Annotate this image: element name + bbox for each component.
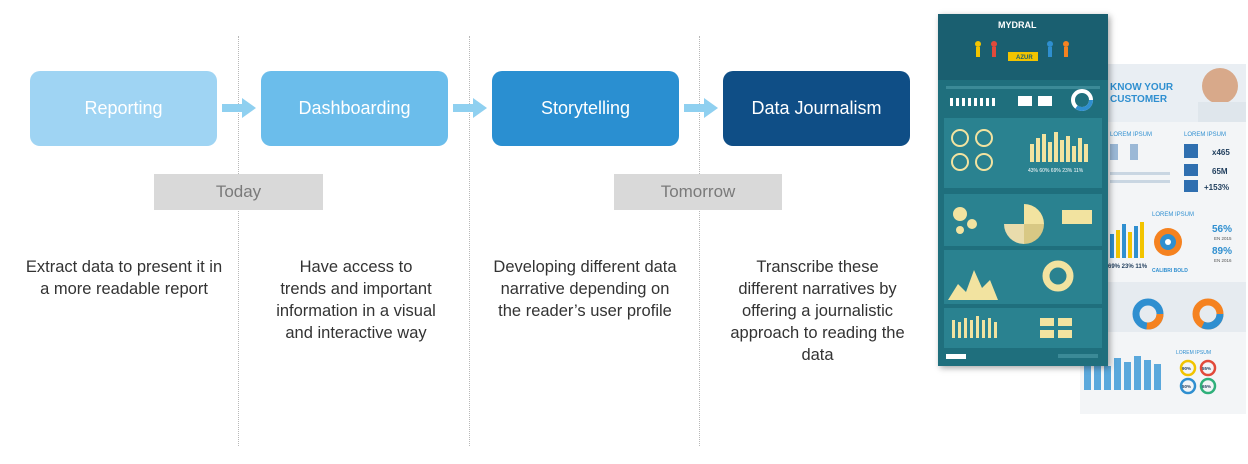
infographic-stat3: +153%: [1204, 183, 1229, 192]
infographic-column-group: [1084, 356, 1161, 390]
infographic-pct2: 89%: [1212, 246, 1232, 257]
infographic-bar-group: [1110, 222, 1144, 258]
separator-line-1: [238, 36, 239, 446]
infographic-burst-icon: [1154, 228, 1182, 256]
timeline-today-label: Today: [215, 182, 262, 201]
timeline-today: Today: [154, 174, 323, 210]
infographic-lorem-b: LOREM IPSUM: [1184, 132, 1226, 138]
infographic-brand: MYDRAL: [998, 20, 1037, 30]
infographic-bars-teal: [1030, 132, 1088, 162]
infographic-lorem-c: LOREM IPSUM: [1152, 212, 1194, 218]
infographic-calibri: CALIBRI BOLD: [1152, 268, 1188, 274]
infographic-teal-graphic: MYDRAL AZUR 4: [938, 14, 1108, 366]
stage-data-journalism: Data Journalism: [723, 71, 910, 146]
infographic-lorem-a: LOREM IPSUM: [1110, 132, 1152, 138]
infographic-stat1: x465: [1212, 148, 1230, 157]
arrow-right-icon: [684, 98, 718, 118]
infographic-pct1-sub: EN 2015: [1214, 236, 1232, 241]
infographic-heading-line2: CUSTOMER: [1110, 94, 1168, 105]
infographic-bars-pct: 69% 23% 11%: [1108, 264, 1148, 270]
timeline-tomorrow-label: Tomorrow: [660, 182, 736, 201]
infographic-donut-pct-3: 50%: [1182, 384, 1191, 389]
infographic-person-row: [950, 98, 995, 106]
arrow-right-icon: [222, 98, 256, 118]
infographic-bar-pcts: 43% 60% 69% 23% 11%: [1028, 168, 1084, 174]
infographic-center-label: AZUR: [1016, 55, 1033, 61]
arrow-right-icon: [453, 98, 487, 118]
stage-storytelling: Storytelling: [492, 71, 679, 146]
description-storytelling: Developing different data narrative depe…: [493, 258, 677, 320]
infographic-teal-poster-image: MYDRAL AZUR 4: [938, 14, 1108, 366]
stage-data-journalism-label: Data Journalism: [751, 98, 882, 118]
description-reporting: Extract data to present it in a more rea…: [25, 258, 223, 298]
stage-storytelling-label: Storytelling: [540, 98, 631, 118]
stage-reporting-label: Reporting: [84, 98, 163, 118]
stage-dashboarding-label: Dashboarding: [298, 98, 411, 118]
stage-dashboarding: Dashboarding: [261, 71, 448, 146]
separator-line-3: [699, 36, 700, 446]
description-data-journalism: Transcribe these different narratives by…: [730, 258, 905, 364]
separator-line-2: [469, 36, 470, 446]
infographic-pct1: 56%: [1212, 224, 1232, 235]
infographic-pct2-sub: EN 2016: [1214, 258, 1232, 263]
infographic-donut-pct-4: 65%: [1202, 384, 1211, 389]
stage-reporting: Reporting: [30, 71, 217, 146]
infographic-donut-pct-1: 90%: [1182, 366, 1191, 371]
infographic-donut-pct-2: 55%: [1202, 366, 1211, 371]
description-dashboarding: Have access to trends and important info…: [276, 258, 436, 342]
infographic-stat2: 65M: [1212, 167, 1228, 176]
infographic-lorem-d: LOREM IPSUM: [1176, 350, 1211, 356]
infographic-bars-teal-2: [952, 316, 997, 338]
infographic-heading-line1: KNOW YOUR: [1110, 82, 1174, 93]
timeline-tomorrow: Tomorrow: [614, 174, 782, 210]
infographic-people-icon: [975, 41, 1069, 57]
